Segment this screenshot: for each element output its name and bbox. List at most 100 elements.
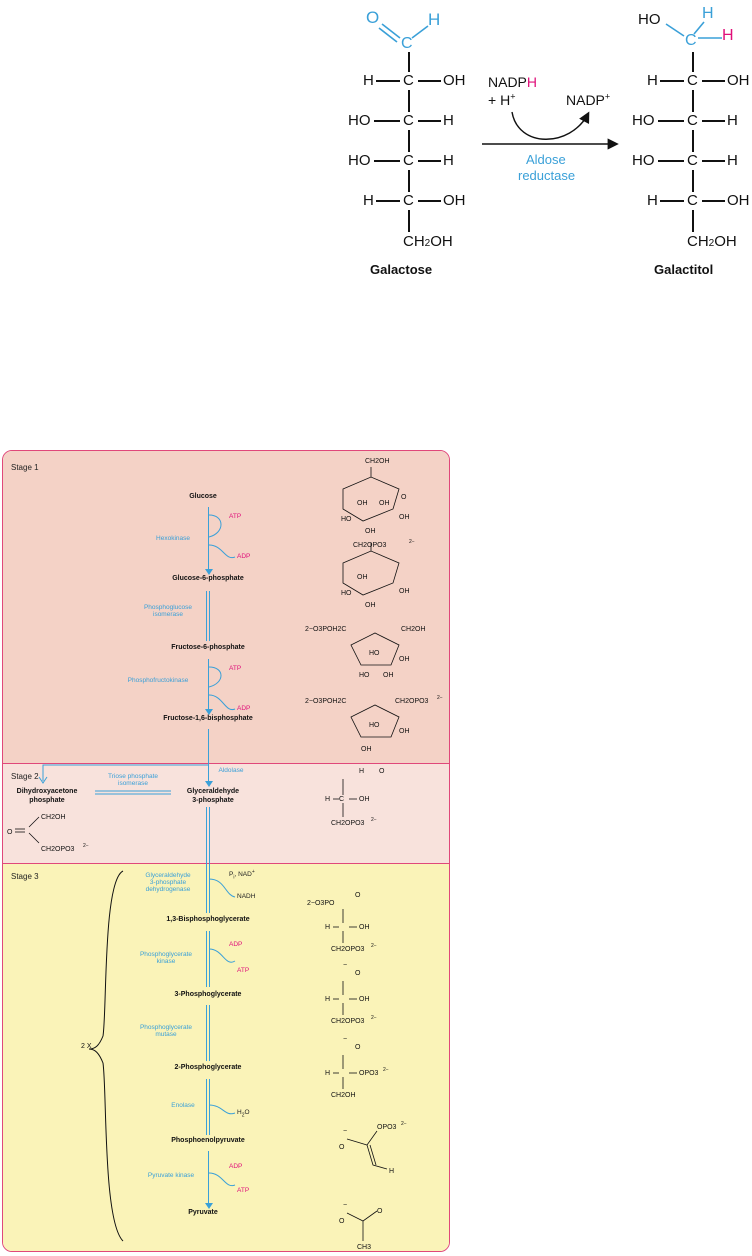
svg-text:2−: 2− <box>83 843 89 849</box>
stage-3-label: Stage 3 <box>11 872 39 881</box>
svg-text:2−: 2− <box>371 817 377 823</box>
svg-text:OH: OH <box>365 528 376 535</box>
enzyme-label-line2: reductase <box>518 168 576 183</box>
metabolite-pyruvate: Pyruvate <box>188 1209 218 1216</box>
stage-2-label: Stage 2 <box>11 772 39 781</box>
cofactor-h2o: H2O <box>237 1109 250 1119</box>
galactose-c2-left: H <box>363 72 374 89</box>
svg-text:O: O <box>7 829 13 836</box>
stage-3-region: Stage 3 <box>3 863 449 1251</box>
enzyme-phosphoglucose-isomerase: Phosphoglucose isomerase <box>143 604 193 618</box>
galactitol-c5-right: OH <box>727 192 750 209</box>
svg-text:OH: OH <box>357 574 368 581</box>
svg-text:HO: HO <box>359 672 370 679</box>
galactitol-label: Galactitol <box>654 262 714 277</box>
svg-text:OPO3: OPO3 <box>359 1070 379 1077</box>
galactose-c4: C <box>403 152 414 169</box>
enzyme-aldolase: Aldolase <box>218 767 244 774</box>
galactose-c3-right: H <box>443 112 454 129</box>
enzyme-label-line1: Aldose <box>526 152 566 167</box>
svg-text:2−O3PO: 2−O3PO <box>307 900 335 907</box>
stage-1-region: Stage 1 <box>3 451 449 763</box>
svg-text:2−: 2− <box>371 1015 377 1021</box>
aldehyde-hydrogen: H <box>428 10 441 29</box>
galactitol-ho: HO <box>638 11 661 28</box>
svg-text:O: O <box>401 494 407 501</box>
galactose-c3-left: HO <box>348 112 371 129</box>
proton-label: + H+ <box>488 91 516 108</box>
enzyme-pyruvate-kinase: Pyruvate kinase <box>147 1172 195 1179</box>
svg-text:2−: 2− <box>383 1067 389 1073</box>
metabolite-glucose-6-phosphate: Glucose-6-phosphate <box>172 575 244 582</box>
enzyme-phosphofructokinase: Phosphofructokinase <box>127 677 189 684</box>
galactitol-c4-right: H <box>727 152 738 169</box>
galactitol-c3-right: H <box>727 112 738 129</box>
svg-text:H: H <box>325 1070 330 1077</box>
svg-text:−: − <box>343 962 347 969</box>
stage-2-region: Stage 2 <box>3 763 449 863</box>
svg-text:OH: OH <box>399 514 410 521</box>
carbon-1: C <box>401 35 413 52</box>
svg-text:2−O3POH2C: 2−O3POH2C <box>305 626 346 633</box>
enzyme-phosphoglycerate-kinase: Phosphoglycerate kinase <box>139 951 193 965</box>
svg-text:2−: 2− <box>401 1121 407 1127</box>
galactitol-c3-left: HO <box>632 112 655 129</box>
metabolite-2-pg: 2-Phosphoglycerate <box>174 1064 242 1071</box>
svg-text:HO: HO <box>341 516 352 523</box>
galactose-c6: CH2OH <box>403 233 453 250</box>
svg-text:OH: OH <box>383 672 394 679</box>
svg-text:OH: OH <box>359 796 370 803</box>
galactitol-c4-left: HO <box>632 152 655 169</box>
pathway-arrows <box>38 514 236 1242</box>
galactitol-c2-right: OH <box>727 72 750 89</box>
svg-text:−: − <box>343 1036 347 1043</box>
svg-text:O: O <box>339 1218 345 1225</box>
svg-text:O: O <box>355 1044 361 1051</box>
svg-text:CH2OPO3: CH2OPO3 <box>331 820 365 827</box>
svg-text:OH: OH <box>357 500 368 507</box>
glucose-ch2oh: CH2OH <box>365 458 390 465</box>
svg-text:CH2OH: CH2OH <box>401 626 426 633</box>
galactitol-c2-left: H <box>647 72 658 89</box>
stage-1-label: Stage 1 <box>11 463 39 472</box>
svg-text:HO: HO <box>369 722 380 729</box>
svg-text:2−O3POH2C: 2−O3POH2C <box>305 698 346 705</box>
svg-text:HO: HO <box>341 590 352 597</box>
svg-text:CH2OPO3: CH2OPO3 <box>41 846 75 853</box>
metabolite-1-3-bpg: 1,3-Bisphosphoglycerate <box>166 916 250 923</box>
svg-text:O: O <box>355 970 361 977</box>
cofactor-atp-2: ATP <box>229 665 242 672</box>
cofactor-adp-2: ADP <box>237 705 251 712</box>
cofactor-adp-1: ADP <box>237 553 251 560</box>
enzyme-gapdh: Glyceraldehyde 3-phosphate dehydrogenase <box>145 872 191 893</box>
svg-text:OH: OH <box>379 500 390 507</box>
svg-text:O: O <box>377 1208 383 1215</box>
cofactor-atp-4: ATP <box>237 1187 250 1194</box>
svg-text:OH: OH <box>365 602 376 609</box>
svg-text:−: − <box>343 1128 347 1135</box>
metabolite-fructose-6-phosphate: Fructose-6-phosphate <box>171 644 245 651</box>
svg-text:OH: OH <box>399 588 410 595</box>
galactitol-h-magenta: H <box>722 27 734 44</box>
aldehyde-oxygen: O <box>366 8 380 27</box>
svg-text:2−: 2− <box>409 539 415 545</box>
svg-text:H: H <box>325 924 330 931</box>
svg-text:CH2OPO3: CH2OPO3 <box>331 946 365 953</box>
galactitol-c3: C <box>687 112 698 129</box>
cofactor-atp-3: ATP <box>237 967 250 974</box>
galactitol-c1: C <box>685 32 697 49</box>
metabolite-3-pg: 3-Phosphoglycerate <box>174 991 242 998</box>
svg-text:−: − <box>343 1202 347 1209</box>
svg-text:C: C <box>339 796 344 803</box>
galactitol-c5: C <box>687 192 698 209</box>
metabolite-pep: Phosphoenolpyruvate <box>171 1137 245 1144</box>
glycolysis-panel: Stage 1 Stage 2 Stage 3 Glucose Glucose-… <box>2 450 450 1252</box>
enzyme-enolase: Enolase <box>171 1102 195 1109</box>
cofactor-pi-nad: Pi, NAD+ <box>229 869 255 881</box>
svg-text:H: H <box>325 796 330 803</box>
galactitol-c4: C <box>687 152 698 169</box>
metabolite-gap: Glyceraldehyde 3-phosphate <box>186 788 240 804</box>
multiplier-label: 2 X <box>81 1043 92 1050</box>
svg-text:CH2OPO3: CH2OPO3 <box>331 1018 365 1025</box>
svg-text:O: O <box>339 1144 345 1151</box>
